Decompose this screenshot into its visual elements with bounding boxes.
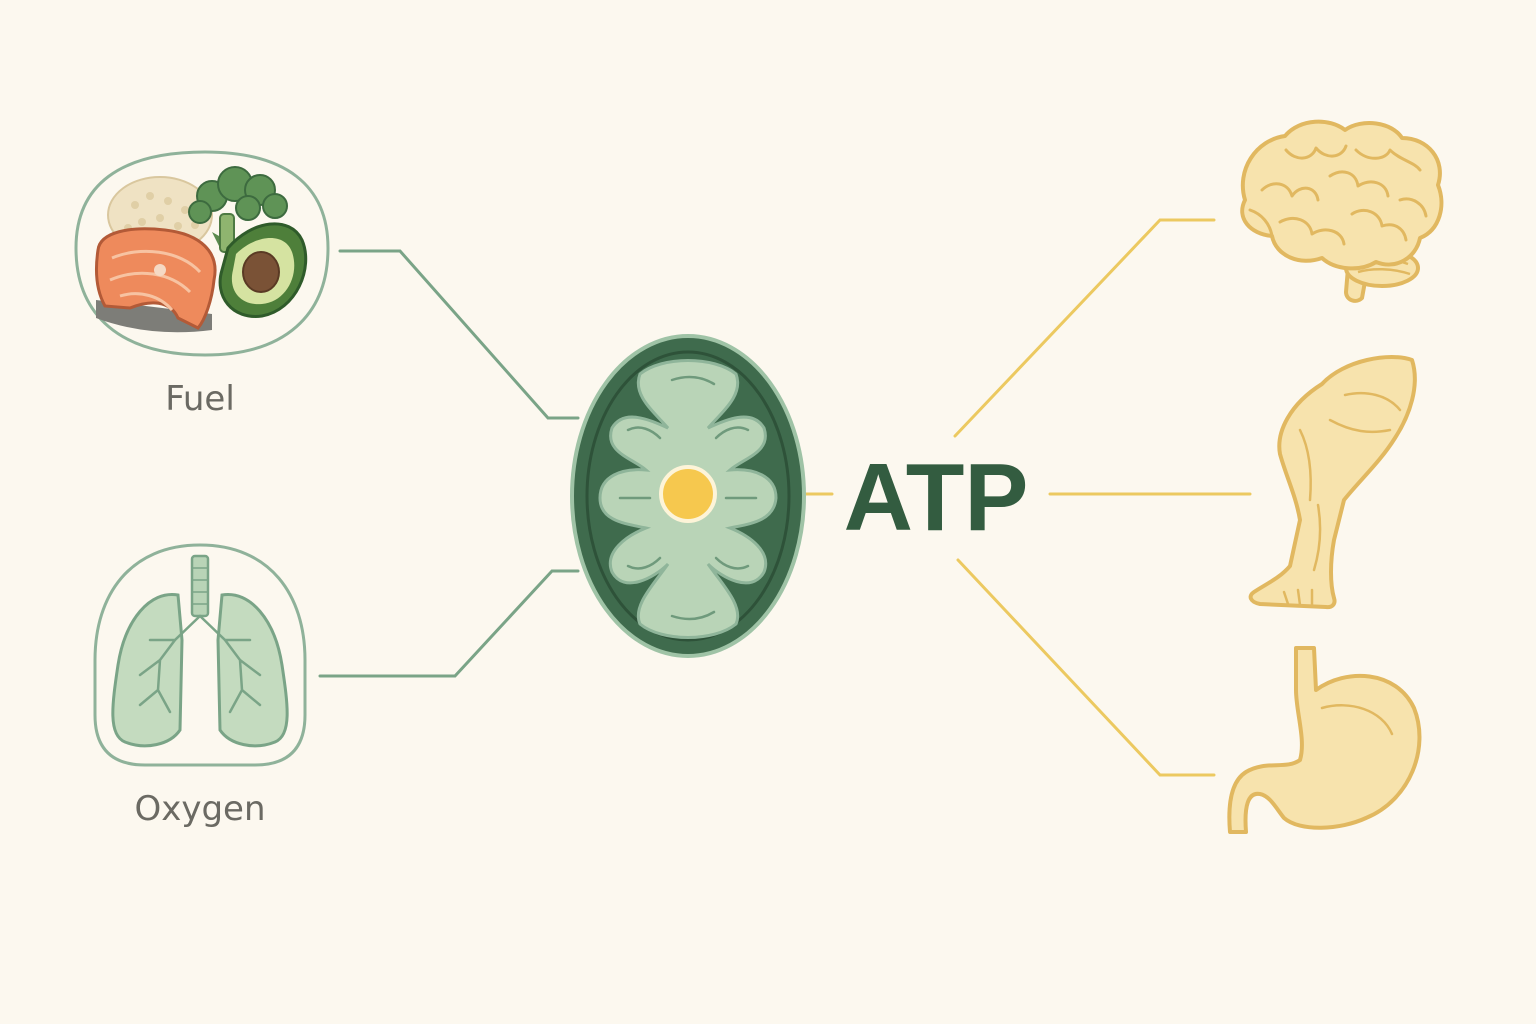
oxygen-connector xyxy=(318,569,580,678)
brain-icon xyxy=(1240,119,1444,303)
mitochondrion-icon xyxy=(570,334,806,658)
atp-synthesis-core xyxy=(659,465,717,523)
input-connectors xyxy=(318,249,580,678)
brain-connector xyxy=(953,218,1216,438)
fuel-node: Fuel xyxy=(74,150,330,419)
lungs-icon xyxy=(111,554,289,748)
food-plate-icon xyxy=(95,166,308,333)
output-connectors xyxy=(714,218,1252,777)
fuel-label: Fuel xyxy=(165,379,235,419)
atp-label: ATP xyxy=(844,444,1029,551)
stomach-connector xyxy=(956,558,1216,777)
leg-muscle-icon xyxy=(1248,355,1417,610)
oxygen-node: Oxygen xyxy=(93,543,307,829)
oxygen-label: Oxygen xyxy=(134,789,265,829)
fuel-connector xyxy=(338,249,580,420)
stomach-icon xyxy=(1227,646,1422,834)
